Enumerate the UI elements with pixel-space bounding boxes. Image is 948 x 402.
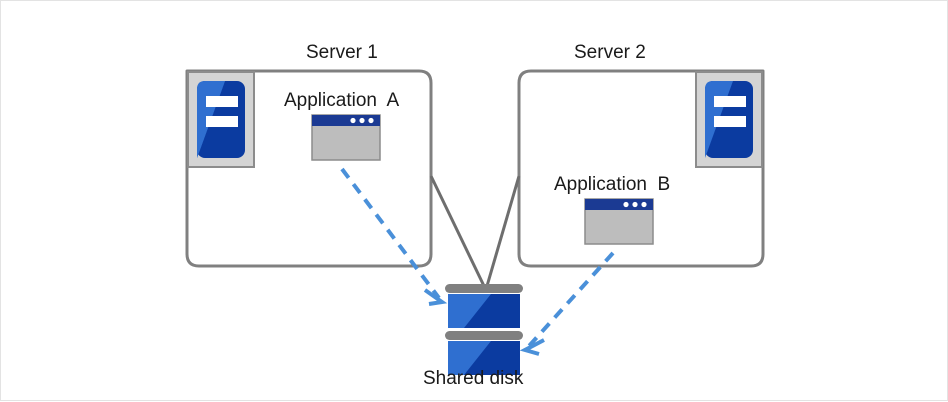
connector-server1-to-disk xyxy=(429,175,486,287)
server-icon-server1 xyxy=(187,71,255,168)
connector-server2-to-disk xyxy=(485,175,521,287)
shared-disk-label: Shared disk xyxy=(423,368,524,389)
application-window-icon-a xyxy=(311,114,381,161)
application-window-icon-b xyxy=(584,198,654,245)
dashed-arrow-app-a-to-disk xyxy=(340,167,448,306)
dashed-arrow-app-b-to-disk xyxy=(519,251,615,356)
disk-stack-icon xyxy=(445,284,523,375)
server2-title: Server 2 xyxy=(574,42,646,63)
application-a-label: Application A xyxy=(284,90,400,111)
server-icon-server2 xyxy=(695,71,763,168)
application-b-label: Application B xyxy=(554,174,671,195)
server1-title: Server 1 xyxy=(306,42,378,63)
